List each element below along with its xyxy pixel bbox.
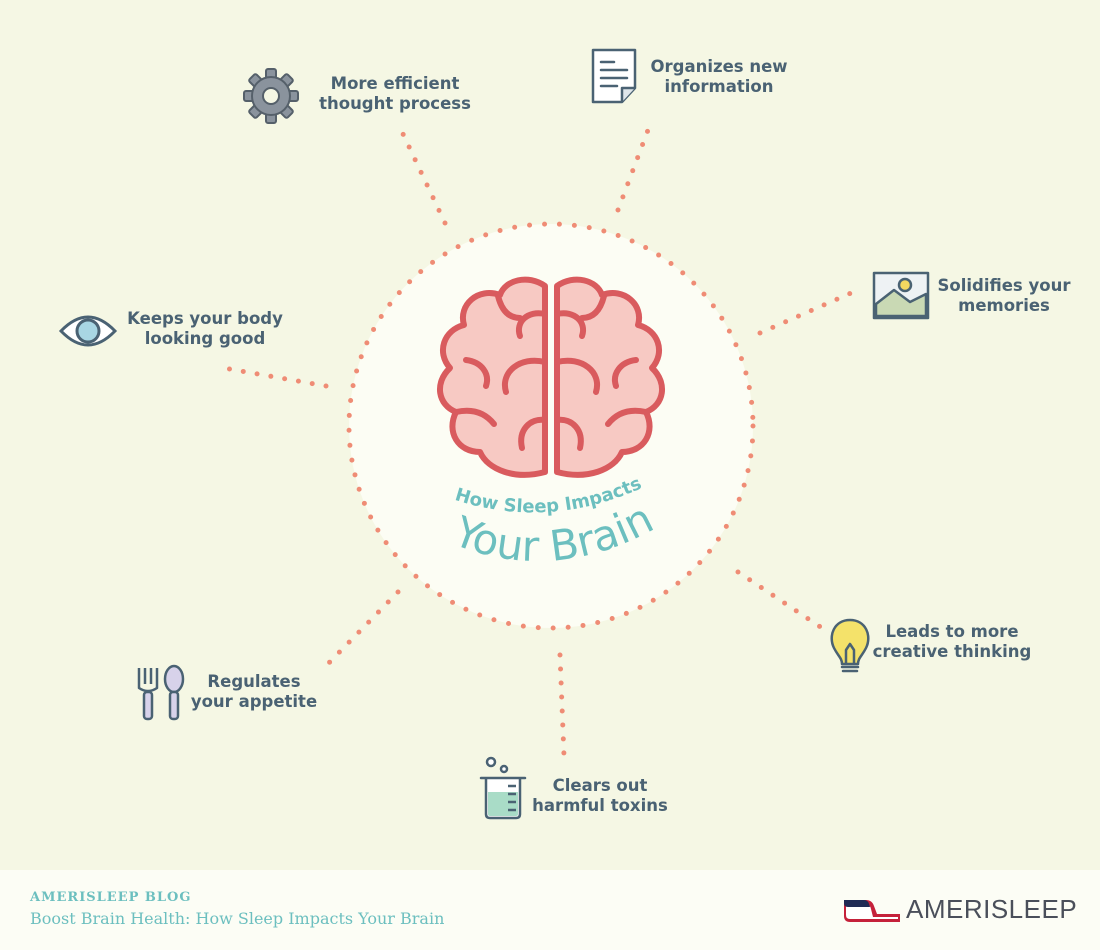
brain-icon xyxy=(437,276,665,478)
connector-thought xyxy=(400,131,448,226)
connector-creative xyxy=(735,569,825,631)
connector-body xyxy=(215,364,329,389)
center-circle xyxy=(346,221,756,631)
lightbulb-icon xyxy=(830,618,870,673)
connector-information xyxy=(615,119,654,213)
blog-name: AMERISLEEP BLOG xyxy=(30,890,192,905)
eye-icon xyxy=(58,315,118,347)
amerisleep-logo-icon xyxy=(844,900,900,922)
brand-name[interactable]: AMERISLEEP xyxy=(906,894,1078,924)
footer: AMERISLEEP BLOG Boost Brain Health: How … xyxy=(0,870,1100,950)
connector-appetite xyxy=(319,589,401,673)
picture-icon xyxy=(872,271,930,320)
beaker-icon xyxy=(479,756,527,820)
post-title[interactable]: Boost Brain Health: How Sleep Impacts Yo… xyxy=(30,909,445,928)
fork-spoon-icon xyxy=(137,664,185,721)
gear-icon xyxy=(243,68,299,124)
diagram-canvas: How Sleep Impacts Your Brain xyxy=(58,48,930,820)
infographic: How Sleep Impacts Your Brain xyxy=(58,48,1071,820)
document-icon xyxy=(591,48,637,104)
connector-memories xyxy=(757,287,861,336)
connector-toxins xyxy=(557,652,567,759)
